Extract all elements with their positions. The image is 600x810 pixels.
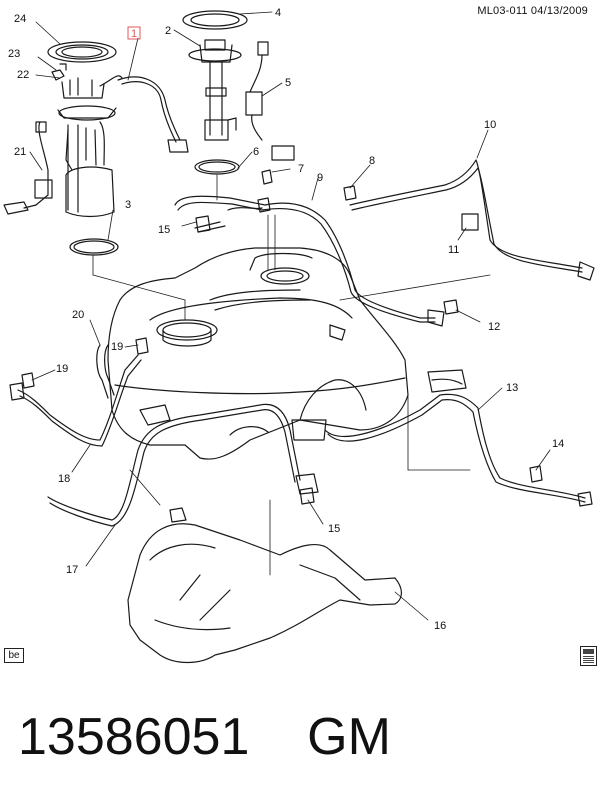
callout-7: 7 <box>298 163 304 175</box>
callout-8: 8 <box>369 155 375 167</box>
callout-11: 11 <box>448 244 459 256</box>
callout-3: 3 <box>125 199 131 211</box>
fuel-line-17 <box>47 403 301 521</box>
callout-19-right: 19 <box>111 341 123 353</box>
diagram-canvas: 1 2 3 4 5 6 7 8 9 10 11 12 13 14 15 15 1… <box>3 7 595 664</box>
callout-16: 16 <box>434 620 446 632</box>
fuel-line-18 <box>17 354 139 441</box>
diagram-code: ML03-011 04/13/2009 <box>477 5 588 17</box>
callout-24: 24 <box>14 13 26 25</box>
document-icon <box>580 646 597 666</box>
callout-labels: 1 2 3 4 5 6 7 8 9 10 11 12 13 14 15 15 1… <box>8 7 564 632</box>
callout-21: 21 <box>14 146 26 158</box>
vapor-line-10 <box>349 159 583 269</box>
heat-shield <box>127 507 402 664</box>
callout-1: 1 <box>131 28 137 40</box>
callout-20: 20 <box>72 309 84 321</box>
fuel-pump-module <box>3 41 123 218</box>
fuel-tank <box>107 247 409 460</box>
o-ring-3 <box>69 238 119 256</box>
callout-22: 22 <box>17 69 29 81</box>
callout-4: 4 <box>275 7 281 19</box>
fuel-line-9 <box>174 195 436 319</box>
callout-10: 10 <box>484 119 496 131</box>
callout-12: 12 <box>488 321 500 333</box>
callout-18: 18 <box>58 473 70 485</box>
callout-15-upper: 15 <box>158 224 170 236</box>
callout-19-left: 19 <box>56 363 68 375</box>
callout-23: 23 <box>8 48 20 60</box>
callout-15-lower: 15 <box>328 523 340 535</box>
fuel-sender-module <box>182 10 295 161</box>
callout-2: 2 <box>165 25 171 37</box>
callout-17: 17 <box>66 564 78 576</box>
fuel-line-13 <box>324 393 586 499</box>
callout-9: 9 <box>317 172 323 184</box>
part-number: 13586051 GM <box>18 708 391 766</box>
fuel-feed-pipe <box>117 76 181 141</box>
callout-14: 14 <box>552 438 564 450</box>
exploded-parts-diagram: 1 2 3 4 5 6 7 8 9 10 11 12 13 14 15 15 1… <box>3 7 595 664</box>
callout-13: 13 <box>506 382 518 394</box>
be-badge: be <box>4 648 24 663</box>
callout-6: 6 <box>253 146 259 158</box>
callout-5: 5 <box>285 77 291 89</box>
